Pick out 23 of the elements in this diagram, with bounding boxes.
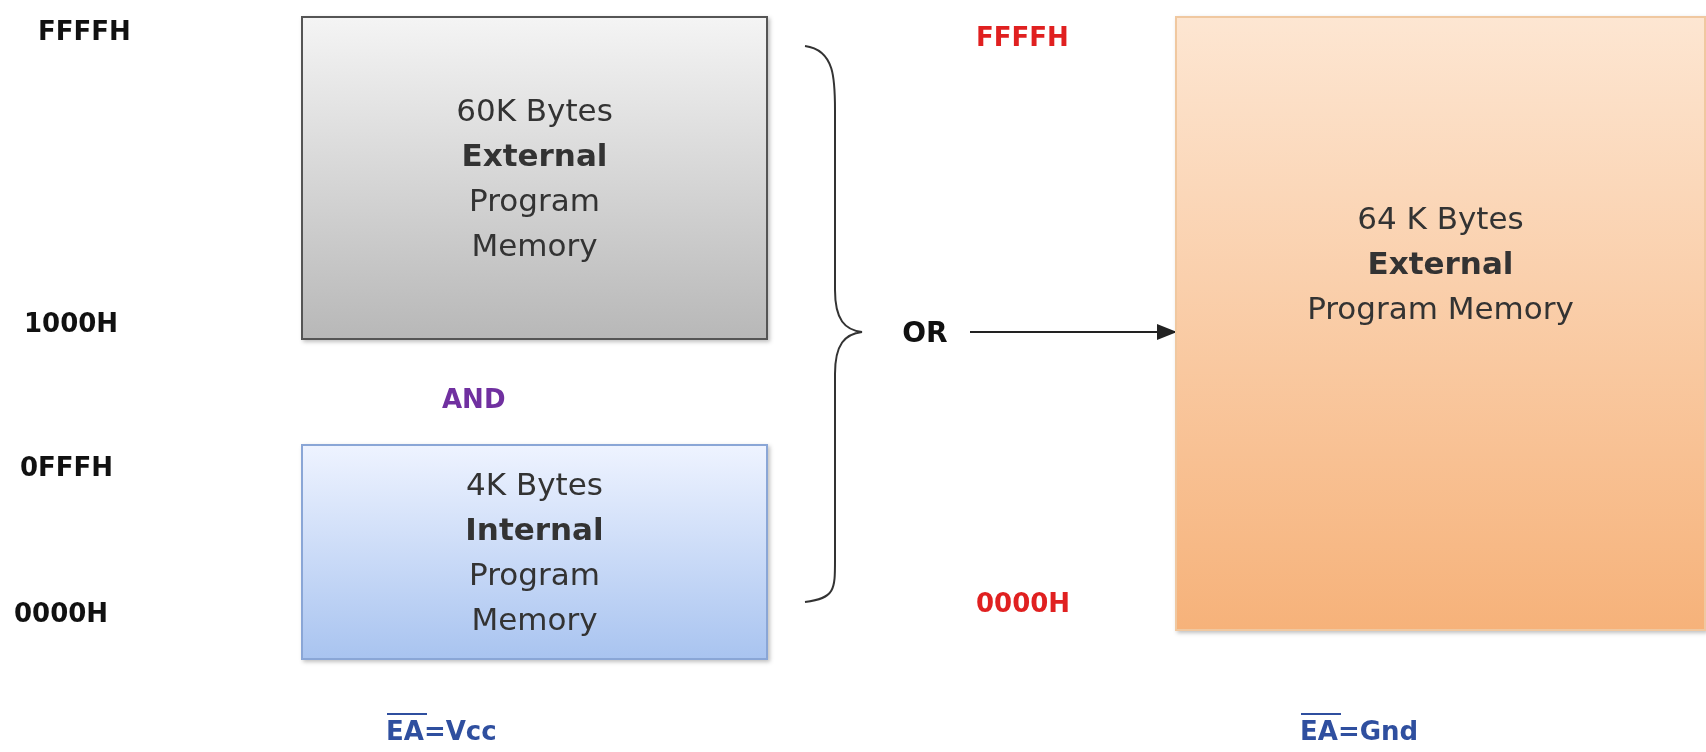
- memory-text: 64 K Bytes: [1357, 199, 1524, 239]
- memory-text: Program Memory: [468, 555, 601, 639]
- address-label: 0000H: [976, 588, 1071, 618]
- memory-block: [1175, 16, 1706, 631]
- memory-type-text: Internal: [465, 510, 604, 550]
- memory-block: [301, 444, 768, 660]
- address-label: 0000H: [14, 598, 109, 628]
- memory-text: Program Memory: [1307, 288, 1574, 328]
- memory-text: 60K Bytes: [456, 91, 613, 131]
- address-label: FFFFH: [976, 22, 1069, 52]
- address-label: 0FFFH: [20, 452, 114, 482]
- memory-block: [301, 16, 768, 340]
- arrow: [969, 324, 1177, 340]
- or-label: OR: [880, 310, 970, 354]
- memory-text: 4K Bytes: [466, 465, 603, 505]
- pin-condition-label: EA=Gnd: [1300, 716, 1419, 746]
- and-label: AND: [442, 384, 506, 414]
- address-label: FFFFH: [38, 16, 131, 46]
- memory-text: Program Memory: [468, 181, 601, 265]
- memory-type-text: External: [1367, 244, 1514, 284]
- address-label: 1000H: [24, 308, 119, 338]
- pin-condition-label: EA=Vcc: [386, 716, 497, 746]
- memory-type-text: External: [461, 136, 608, 176]
